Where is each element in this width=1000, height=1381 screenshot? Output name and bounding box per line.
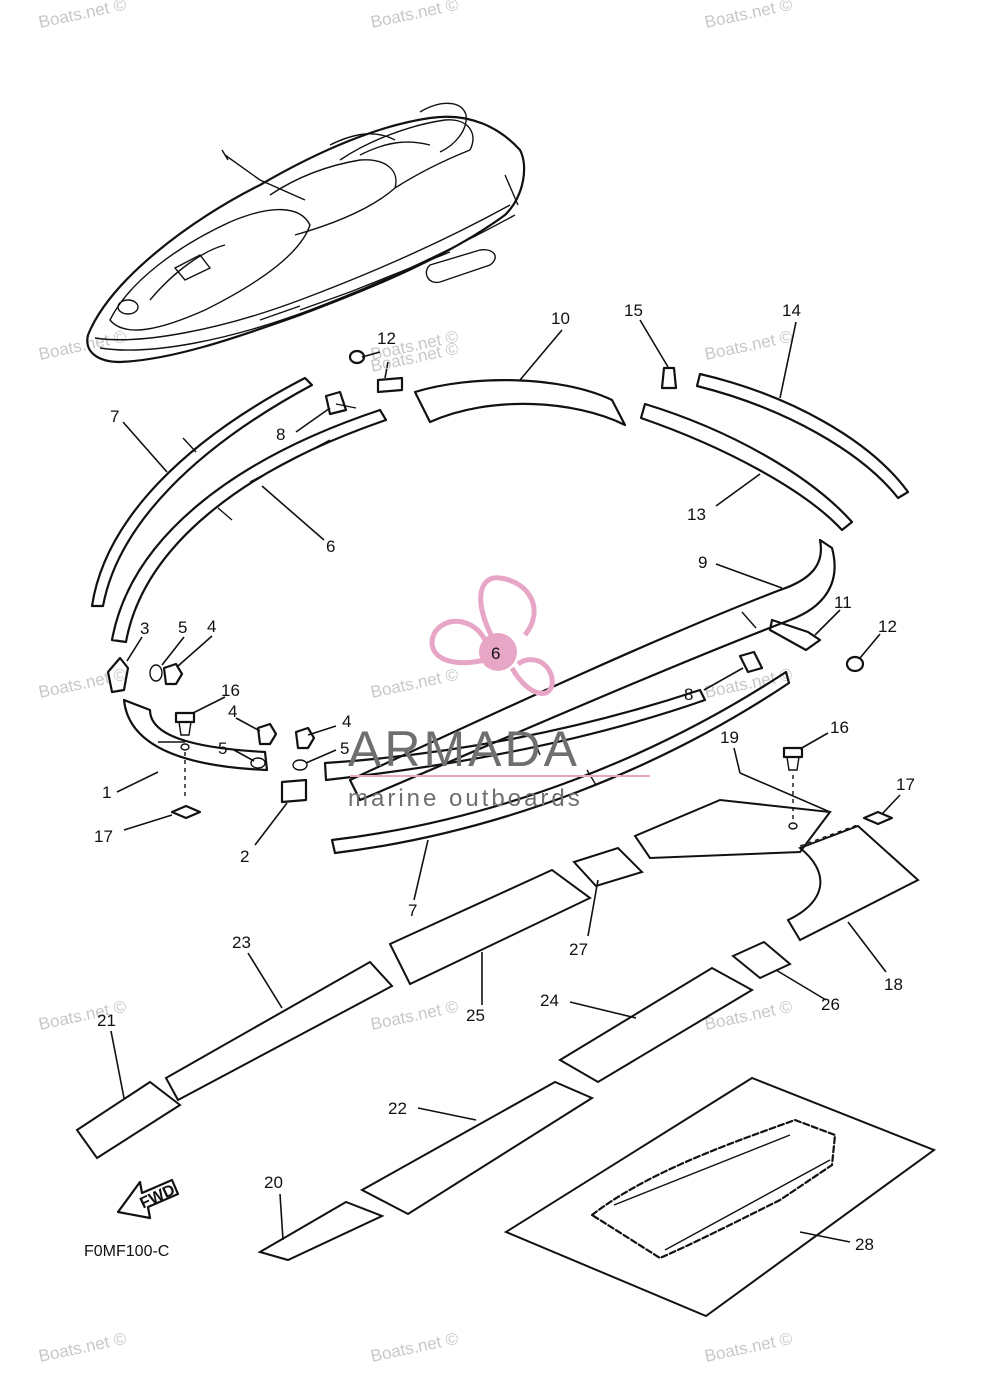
callout-label: 16: [221, 681, 240, 700]
callout-label: 24: [540, 991, 559, 1010]
callout-label: 8: [684, 685, 693, 704]
watercraft-illustration: [86, 102, 526, 364]
callout-label: 26: [821, 995, 840, 1014]
callout-label: 5: [340, 739, 349, 758]
logo-brand-text: ARMADA: [348, 721, 580, 777]
watermark-text: Boats.net ©: [703, 997, 795, 1034]
callout-label: 11: [834, 593, 852, 612]
callout-label: 14: [782, 301, 801, 320]
callout-label: 13: [687, 505, 706, 524]
diagram-code: F0MF100-C: [84, 1243, 169, 1260]
callout-label: 3: [140, 619, 149, 638]
propeller-icon: 6: [429, 575, 555, 696]
callout-label: 20: [264, 1173, 283, 1192]
callout-label: 18: [884, 975, 903, 994]
watermark-text: Boats.net ©: [37, 0, 129, 32]
callout-label: 28: [855, 1235, 874, 1254]
watermark-text: Boats.net ©: [369, 1329, 461, 1366]
callout-label: 7: [110, 407, 119, 426]
watermark-text: Boats.net ©: [369, 665, 461, 702]
watermark-text: Boats.net ©: [37, 1329, 129, 1366]
callout-label: 25: [466, 1006, 485, 1025]
callout-label: 23: [232, 933, 251, 952]
callout-label: 2: [240, 847, 249, 866]
callout-label: 7: [408, 901, 417, 920]
callout-label: 4: [342, 712, 351, 731]
parts: FWD: [75, 349, 937, 1318]
armada-logo: 6 ARMADA marine outboards Boats.net ©: [348, 339, 650, 812]
callout-label: 22: [388, 1099, 407, 1118]
callout-labels: 1 2 3 4 4 4 5 5 5 6 7 7 8 8 9 10 11 12 1…: [94, 301, 915, 1254]
callout-label: 5: [178, 618, 187, 637]
watermark-text: Boats.net ©: [703, 327, 795, 364]
callout-label: 16: [830, 718, 849, 737]
callout-label: 5: [218, 739, 227, 758]
logo-tagline: marine outboards: [348, 785, 583, 812]
callout-label: 4: [207, 617, 216, 636]
watermark-text: Boats.net ©: [37, 327, 129, 364]
callout-label: 27: [569, 940, 588, 959]
callout-label: 21: [97, 1011, 116, 1030]
leader-lines: [110, 319, 901, 1243]
watermark-text: Boats.net ©: [703, 1329, 795, 1366]
callout-label: 9: [698, 553, 707, 572]
callout-label: 1: [102, 783, 111, 802]
watermark-text: Boats.net ©: [369, 997, 461, 1034]
callout-label: 6: [326, 537, 335, 556]
watermark-text: Boats.net ©: [369, 0, 461, 32]
watermark-text: Boats.net ©: [703, 0, 795, 32]
fwd-arrow-icon: FWD: [116, 1178, 180, 1220]
logo-badge-number: 6: [491, 644, 500, 663]
callout-label: 4: [228, 702, 237, 721]
callout-label: 19: [720, 728, 739, 747]
callout-label: 12: [377, 329, 396, 348]
callout-label: 17: [94, 827, 113, 846]
watermark-text: Boats.net ©: [37, 665, 129, 702]
callout-label: 10: [551, 309, 570, 328]
callout-label: 8: [276, 425, 285, 444]
callout-label: 15: [624, 301, 643, 320]
callout-label: 12: [878, 617, 897, 636]
callout-label: 17: [896, 775, 915, 794]
